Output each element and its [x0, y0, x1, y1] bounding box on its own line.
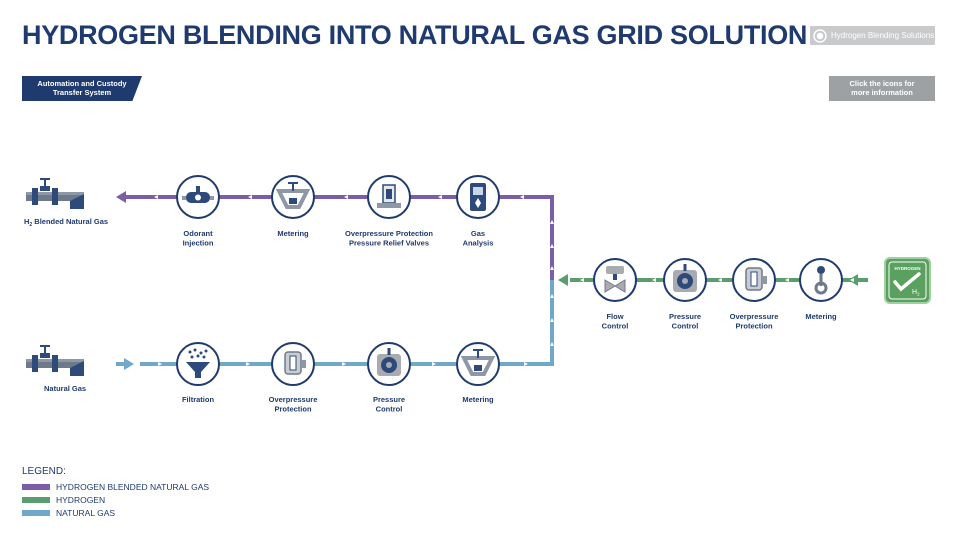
legend-item-natural-gas: NATURAL GAS	[22, 508, 115, 518]
node-label-line2: Pressure Relief Valves	[349, 239, 429, 248]
natural-gas-filtration-node[interactable]: Filtration	[176, 342, 220, 404]
node-label-line1: Overpressure Protection	[345, 229, 433, 238]
blended-outlet-pipe-icon	[26, 178, 84, 209]
metering-icon	[460, 349, 496, 376]
node-label-line2: Analysis	[463, 239, 494, 248]
pressure-regulator-icon	[377, 348, 401, 376]
node-label-line1: Metering	[462, 395, 494, 404]
checkmark-icon	[893, 272, 921, 292]
node-label-line1: Metering	[805, 312, 837, 321]
natural-gas-label: Natural Gas	[44, 384, 86, 393]
node-label-line1: Overpressure	[730, 312, 779, 321]
node-label-line1: Gas	[471, 229, 485, 238]
node-label-line2: Injection	[183, 239, 214, 248]
metering-icon	[275, 182, 311, 209]
blended-outlet-arrow	[116, 191, 126, 203]
info-button[interactable]: Click the icons for more information	[829, 76, 935, 101]
blended-metering-node[interactable]: Metering	[271, 175, 315, 238]
node-label-line1: Odorant	[183, 229, 213, 238]
node-label-line1: Flow	[606, 312, 623, 321]
node-label-line2: Control	[602, 322, 629, 331]
legend-swatch-blended	[22, 484, 50, 490]
node-label-line1: Filtration	[182, 395, 214, 404]
node-circle[interactable]	[271, 175, 315, 219]
flow-control-valve-icon	[604, 266, 626, 293]
hydrogen-metering-node[interactable]: Metering	[799, 258, 843, 321]
natural-gas-inlet-pipe-icon	[26, 345, 84, 376]
page-title: HYDROGEN BLENDING INTO NATURAL GAS GRID …	[22, 20, 808, 50]
system-tag: Automation and Custody Transfer System	[22, 76, 142, 101]
blended-outlet-stub	[126, 195, 140, 199]
hydrogen-flow-ticks	[580, 278, 854, 282]
natural-gas-flow-ticks	[158, 294, 554, 366]
legend-label-blended: HYDROGEN BLENDED NATURAL GAS	[56, 482, 210, 492]
legend-title: LEGEND:	[22, 466, 66, 477]
system-tag-line1: Automation and Custody	[37, 79, 127, 88]
node-label-line1: Metering	[277, 229, 309, 238]
node-label-line2: Protection	[274, 405, 312, 414]
pressure-regulator-icon	[673, 264, 697, 292]
globe-icon	[813, 28, 827, 43]
overpressure-valve-icon	[745, 267, 767, 291]
natural-gas-inlet-arrow	[124, 358, 134, 370]
brand-button-label: Hydrogen Blending Solutions	[831, 31, 935, 40]
odorant-injection-icon	[182, 186, 214, 203]
node-label-line1: Pressure	[669, 312, 701, 321]
hydrogen-source-badge[interactable]: HYDROGEN H2	[884, 257, 931, 304]
legend-swatch-natural-gas	[22, 510, 50, 516]
node-label-line2: Control	[376, 405, 403, 414]
overpressure-valve-icon	[284, 351, 306, 375]
system-tag-line2: Transfer System	[52, 88, 112, 97]
node-circle[interactable]	[456, 342, 500, 386]
node-label-line1: Pressure	[373, 395, 405, 404]
blended-flow-ticks	[154, 195, 554, 270]
node-label-line2: Protection	[735, 322, 773, 331]
legend-label-hydrogen: HYDROGEN	[56, 495, 106, 505]
pressure-relief-valve-icon	[377, 184, 401, 208]
filter-icon	[186, 348, 210, 378]
gas-analyzer-icon	[470, 183, 486, 211]
metering-icon	[814, 266, 828, 295]
hydrogen-blending-solutions-button[interactable]: Hydrogen Blending Solutions	[810, 26, 935, 45]
info-line1: Click the icons for	[849, 79, 915, 88]
hydrogen-merge-arrow	[558, 274, 568, 286]
blended-output-label: H2 Blended Natural Gas	[24, 217, 108, 228]
legend-item-hydrogen: HYDROGEN	[22, 495, 105, 505]
hydrogen-badge-title: HYDROGEN	[894, 266, 920, 271]
legend-label-natural-gas: NATURAL GAS	[56, 508, 116, 518]
legend-swatch-hydrogen	[22, 497, 50, 503]
info-line2: more information	[851, 88, 913, 97]
legend-item-blended: HYDROGEN BLENDED NATURAL GAS	[22, 482, 209, 492]
natural-gas-metering-node[interactable]: Metering	[456, 342, 500, 404]
hydrogen-badge-symbol: H2	[912, 289, 920, 297]
natural-gas-inlet-stub	[116, 362, 124, 366]
node-label-line1: Overpressure	[269, 395, 318, 404]
node-label-line2: Control	[672, 322, 699, 331]
